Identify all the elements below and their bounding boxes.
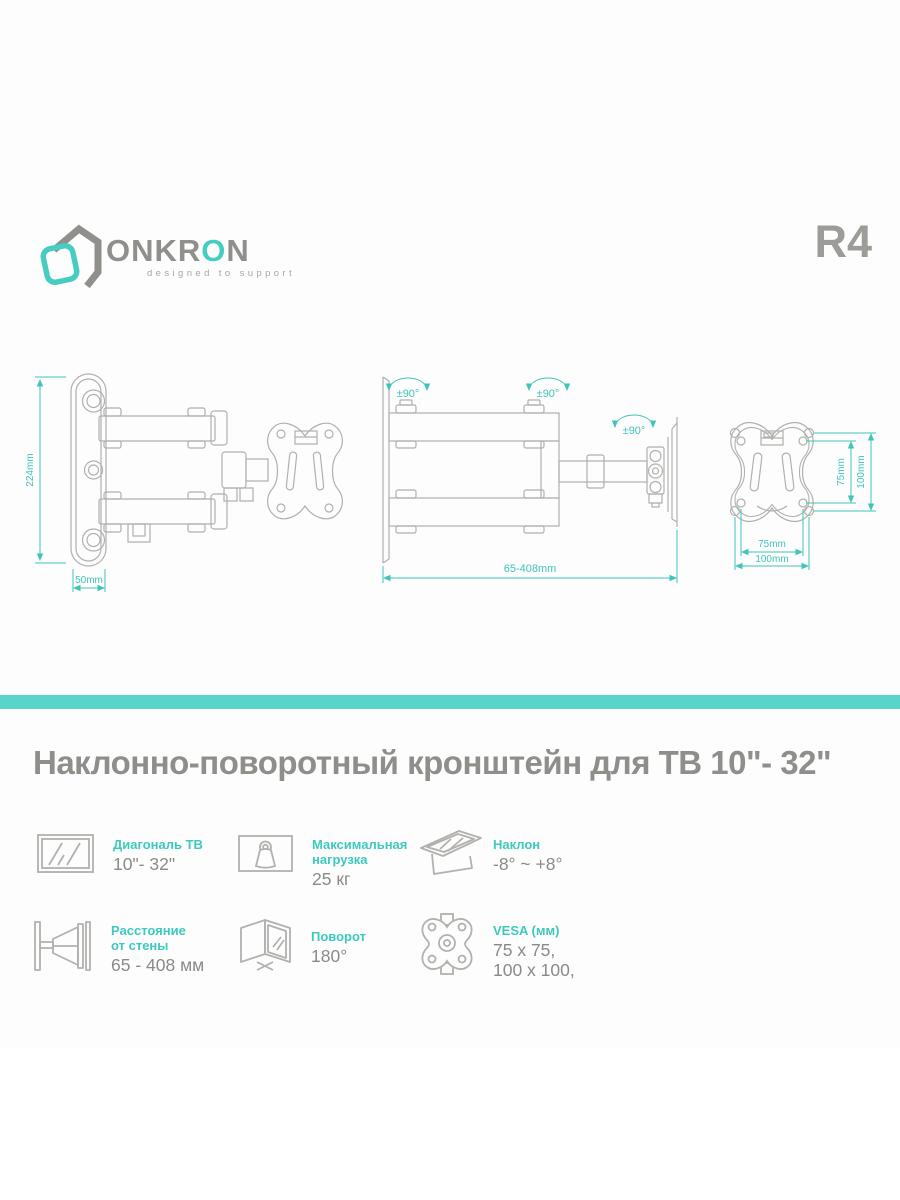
- feature-label: Расстояние: [111, 923, 186, 938]
- tilt-icon: [419, 827, 493, 880]
- vesa-icon: [419, 913, 493, 975]
- brand-pre: ONKR: [106, 233, 202, 268]
- dim-label-swivel-3: ±90°: [623, 425, 646, 437]
- diagram-top-view-dims: [382, 377, 678, 583]
- dim-label-swivel-1: ±90°: [397, 388, 420, 400]
- feature-item-vesa: VESA (мм) 75 x 75, 100 x 100,: [419, 913, 575, 980]
- dim-label-height: 224mm: [25, 453, 36, 486]
- feature-value: 10"- 32": [113, 854, 176, 874]
- brand-name: ONKRON: [106, 233, 250, 269]
- feature-value: 100 x 100,: [493, 960, 575, 980]
- dim-label-base-width: 50mm: [75, 575, 103, 586]
- feature-item-wall-distance: Расстояние от стены 65 - 408 мм: [33, 917, 204, 975]
- feature-item-tv-diagonal: Диагональ ТВ 10"- 32": [37, 834, 203, 874]
- dim-label-vesa-inner-v: 75mm: [836, 458, 847, 486]
- model-name: R4: [814, 216, 872, 267]
- diagram-vesa-view: [729, 422, 815, 522]
- dim-label-extension: 65-408mm: [504, 563, 557, 575]
- brand-logo: ONKRON designed to support: [34, 216, 294, 294]
- feature-item-max-load: Максимальная нагрузка 25 кг: [238, 835, 407, 889]
- brand-post: N: [226, 233, 250, 268]
- onkron-cube-icon: [40, 224, 102, 289]
- diagram-side-view: [70, 373, 343, 567]
- feature-label: нагрузка: [312, 852, 368, 867]
- feature-value: 75 x 75,: [493, 940, 556, 960]
- dim-label-vesa-inner-h: 75mm: [758, 539, 786, 550]
- diagram-side-view-dims: [35, 376, 106, 592]
- accent-divider-band: [0, 695, 900, 709]
- feature-label: Максимальная: [312, 837, 408, 852]
- diagram-top-view: [382, 376, 678, 564]
- feature-label: Наклон: [493, 837, 541, 852]
- feature-value: 180°: [311, 946, 348, 966]
- page-title: Наклонно-поворотный кронштейн для ТВ 10"…: [33, 744, 832, 781]
- feature-item-swivel: Поворот 180°: [237, 917, 366, 972]
- feature-label: от стены: [111, 938, 169, 953]
- feature-label: VESA (мм): [493, 923, 560, 938]
- feature-value: 65 - 408 мм: [111, 955, 205, 975]
- dim-label-vesa-outer-v: 100mm: [856, 455, 867, 488]
- feature-label: Поворот: [311, 929, 366, 944]
- tv-diagonal-icon: [37, 834, 113, 873]
- feature-value: 25 кг: [312, 869, 351, 889]
- dim-label-swivel-2: ±90°: [537, 388, 560, 400]
- swivel-icon: [237, 917, 311, 972]
- feature-item-tilt: Наклон -8° ~ +8°: [419, 827, 562, 880]
- diagram-vesa-view-dims: [734, 432, 876, 570]
- dim-label-vesa-outer-h: 100mm: [755, 554, 788, 565]
- max-load-icon: [238, 835, 312, 872]
- technical-drawings: 224mm 50mm: [25, 373, 876, 592]
- feature-label: Диагональ ТВ: [113, 837, 203, 852]
- brand-tagline: designed to support: [147, 268, 296, 279]
- wall-distance-icon: [33, 917, 111, 975]
- brand-accent-letter: O: [201, 233, 227, 268]
- feature-value: -8° ~ +8°: [493, 854, 563, 874]
